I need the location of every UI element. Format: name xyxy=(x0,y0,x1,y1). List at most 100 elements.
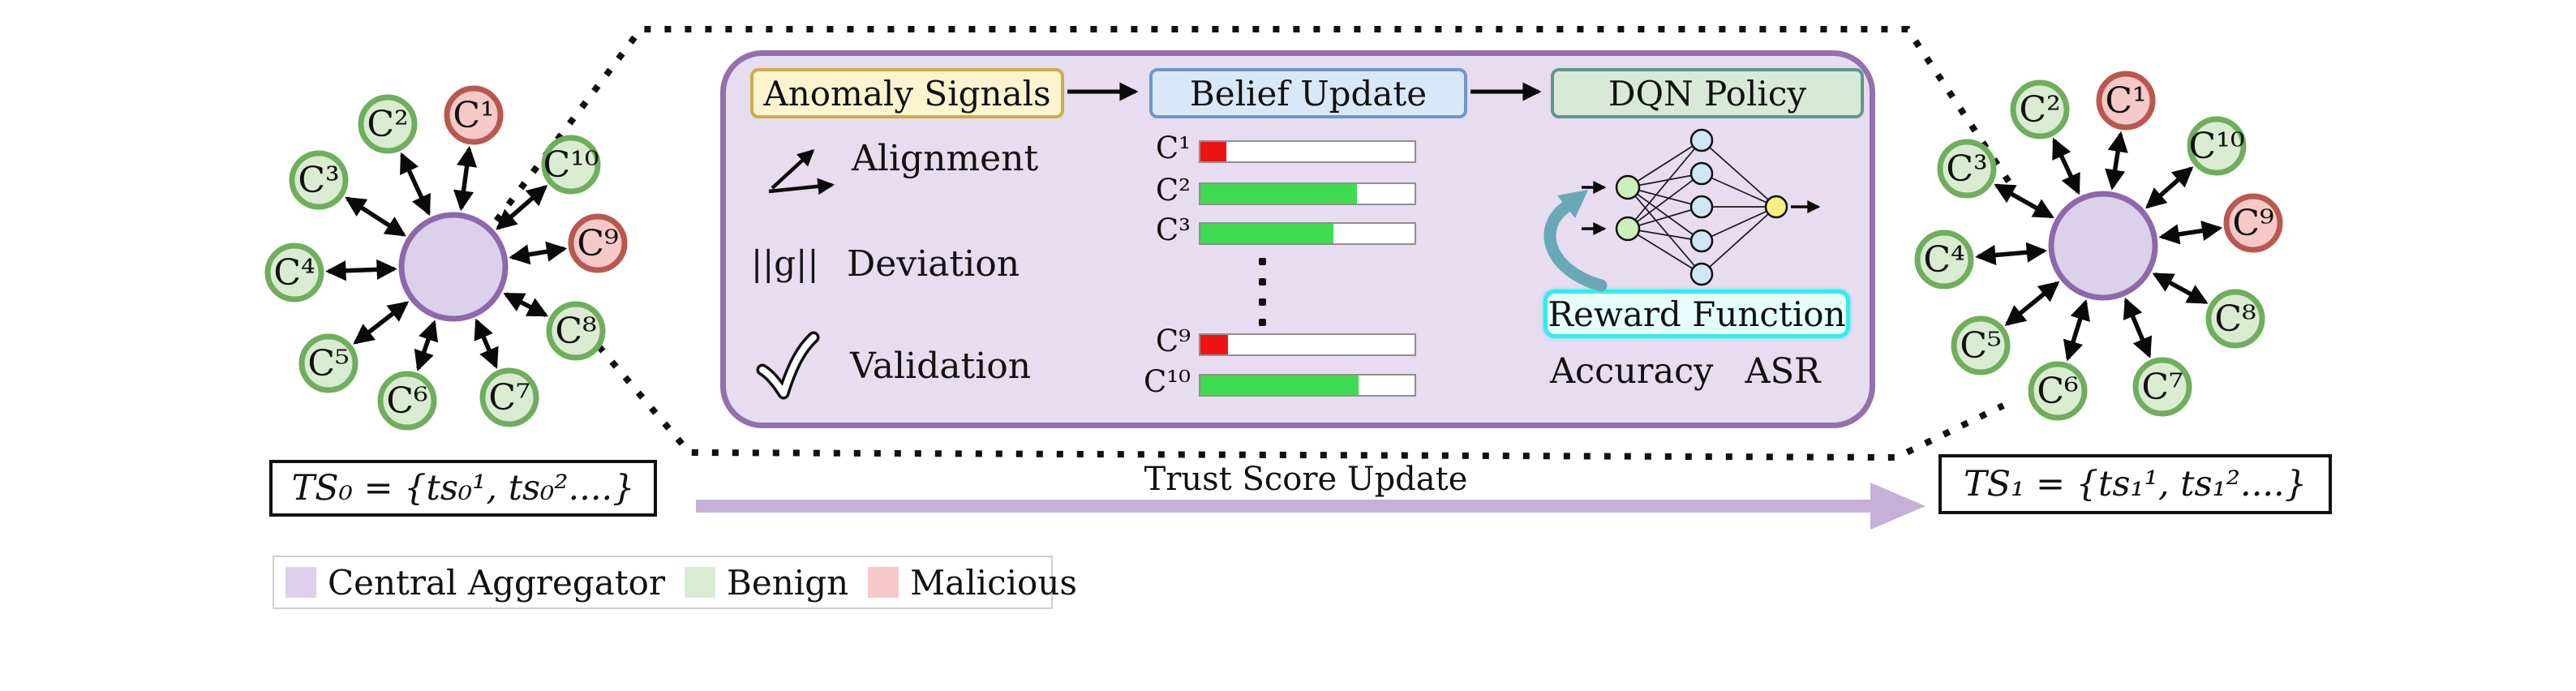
alignment-label: Alignment xyxy=(852,138,1039,179)
legend-item-aggregator: Central Aggregator xyxy=(286,563,665,603)
validation-label: Validation xyxy=(850,346,1032,387)
legend-swatch-benign xyxy=(685,567,716,598)
client-node-label: C⁸ xyxy=(2214,298,2256,340)
client-node-label: C¹⁰ xyxy=(2189,126,2245,167)
trust-score-update-label: Trust Score Update xyxy=(1144,461,1468,498)
client-node-label: C⁹ xyxy=(577,223,618,264)
client-node-label: C⁴ xyxy=(1923,239,1964,281)
aggregator-client-link xyxy=(1994,183,2054,219)
trust-score-initial-formula: TS₀ = {ts₀¹, ts₀²....} xyxy=(291,468,635,509)
belief-update-box: Belief Update xyxy=(1149,68,1467,118)
legend-item-malicious: Malicious xyxy=(868,563,1077,603)
client-node-benign xyxy=(541,135,601,195)
aggregator-client-link xyxy=(503,292,549,317)
client-node-label: C² xyxy=(2019,89,2060,131)
client-node-label: C² xyxy=(367,104,408,145)
client-node-benign xyxy=(2205,289,2265,349)
vertical-ellipsis-dot xyxy=(1259,278,1266,285)
client-node-benign xyxy=(289,150,349,210)
aggregator-client-link xyxy=(2052,137,2080,195)
aggregator-client-link xyxy=(2004,281,2060,326)
trust-score-updated-box: TS₁ = {ts₁¹, ts₁²....} xyxy=(1938,454,2332,514)
client-node-label: C¹ xyxy=(2105,80,2146,122)
belief-bar-track xyxy=(1199,222,1416,245)
legend-swatch-aggregator xyxy=(286,567,316,598)
client-node-benign xyxy=(479,367,539,427)
client-node-label: C⁴ xyxy=(273,252,315,294)
reward-function-label: Reward Function xyxy=(1548,294,1846,334)
vertical-ellipsis-dot xyxy=(1259,298,1266,306)
dqn-policy-label: DQN Policy xyxy=(1608,73,1807,114)
deviation-label: Deviation xyxy=(847,243,1020,285)
aggregator-client-link xyxy=(474,318,499,369)
gradient-norm-symbol: ||g|| xyxy=(751,243,819,283)
aggregator-client-link xyxy=(2123,297,2153,358)
trust-score-updated-formula: TS₁ = {ts₁¹, ts₁²....} xyxy=(1963,464,2308,504)
accuracy-metric-label: Accuracy xyxy=(1550,351,1714,392)
client-node-benign xyxy=(1951,315,2011,376)
legend-label: Central Aggregator xyxy=(328,562,666,603)
client-node-benign xyxy=(358,94,418,154)
aggregator-client-link xyxy=(400,152,431,217)
belief-bar-fill xyxy=(1200,376,1359,395)
aggregator-client-link xyxy=(2105,131,2128,191)
belief-bar-client-label: C⁹ xyxy=(1155,324,1191,358)
aggregator-client-link xyxy=(2158,220,2223,245)
belief-bar-track xyxy=(1199,333,1416,356)
belief-bar-client-label: C³ xyxy=(1155,212,1191,247)
aggregator-client-link xyxy=(345,196,406,237)
reward-function-box: Reward Function xyxy=(1543,290,1850,338)
client-node-label: C⁷ xyxy=(2141,367,2183,408)
aggregator-client-link xyxy=(325,259,397,281)
client-node-benign xyxy=(546,301,606,361)
belief-bar-track xyxy=(1199,140,1416,163)
client-node-benign xyxy=(264,242,324,303)
belief-bar-fill xyxy=(1200,142,1226,161)
belief-bar-fill xyxy=(1200,224,1333,243)
client-node-label: C¹⁰ xyxy=(543,144,599,186)
client-node-label: C⁶ xyxy=(2037,371,2078,412)
client-node-label: C⁵ xyxy=(1960,325,2001,367)
belief-bar-client-label: C¹⁰ xyxy=(1144,364,1191,399)
client-node-benign xyxy=(2010,79,2070,139)
client-node-benign xyxy=(2028,361,2088,421)
legend-swatch-malicious xyxy=(868,567,899,598)
client-node-malicious xyxy=(568,213,628,273)
aggregator-client-link xyxy=(2063,299,2090,362)
aggregator-client-link xyxy=(414,320,439,371)
client-node-label: C⁵ xyxy=(307,343,349,384)
aggregator-client-link xyxy=(1975,242,2048,266)
legend-label: Malicious xyxy=(910,562,1077,603)
belief-bar-track xyxy=(1199,182,1416,205)
legend-item-benign: Benign xyxy=(685,563,848,603)
aggregator-client-link xyxy=(353,301,410,345)
central-aggregator-node xyxy=(398,212,509,322)
trust-score-initial-box: TS₀ = {ts₀¹, ts₀²....} xyxy=(269,460,657,517)
asr-metric-label: ASR xyxy=(1745,351,1821,392)
aggregator-client-link xyxy=(509,241,568,265)
client-node-benign xyxy=(2187,116,2247,176)
aggregator-client-link xyxy=(453,145,478,212)
central-aggregator-node xyxy=(2048,191,2158,301)
aggregator-client-link xyxy=(2152,272,2209,305)
vertical-ellipsis-dot xyxy=(1259,258,1266,265)
client-node-label: C⁶ xyxy=(386,380,427,422)
client-node-malicious xyxy=(2096,71,2156,131)
client-node-malicious xyxy=(444,85,504,145)
vertical-ellipsis-dot xyxy=(1259,319,1266,326)
anomaly-signals-box: Anomaly Signals xyxy=(750,68,1064,118)
client-node-benign xyxy=(1914,230,1974,290)
client-node-label: C⁷ xyxy=(488,377,530,418)
aggregator-client-link xyxy=(496,185,548,230)
client-node-label: C³ xyxy=(298,160,339,201)
anomaly-signals-label: Anomaly Signals xyxy=(763,73,1051,114)
dqn-policy-box: DQN Policy xyxy=(1551,68,1864,118)
aggregator-client-link xyxy=(2145,166,2194,209)
client-node-label: C¹ xyxy=(453,95,494,136)
belief-bar-fill xyxy=(1200,335,1228,354)
client-node-malicious xyxy=(2223,193,2283,253)
client-node-label: C³ xyxy=(1946,148,1987,190)
